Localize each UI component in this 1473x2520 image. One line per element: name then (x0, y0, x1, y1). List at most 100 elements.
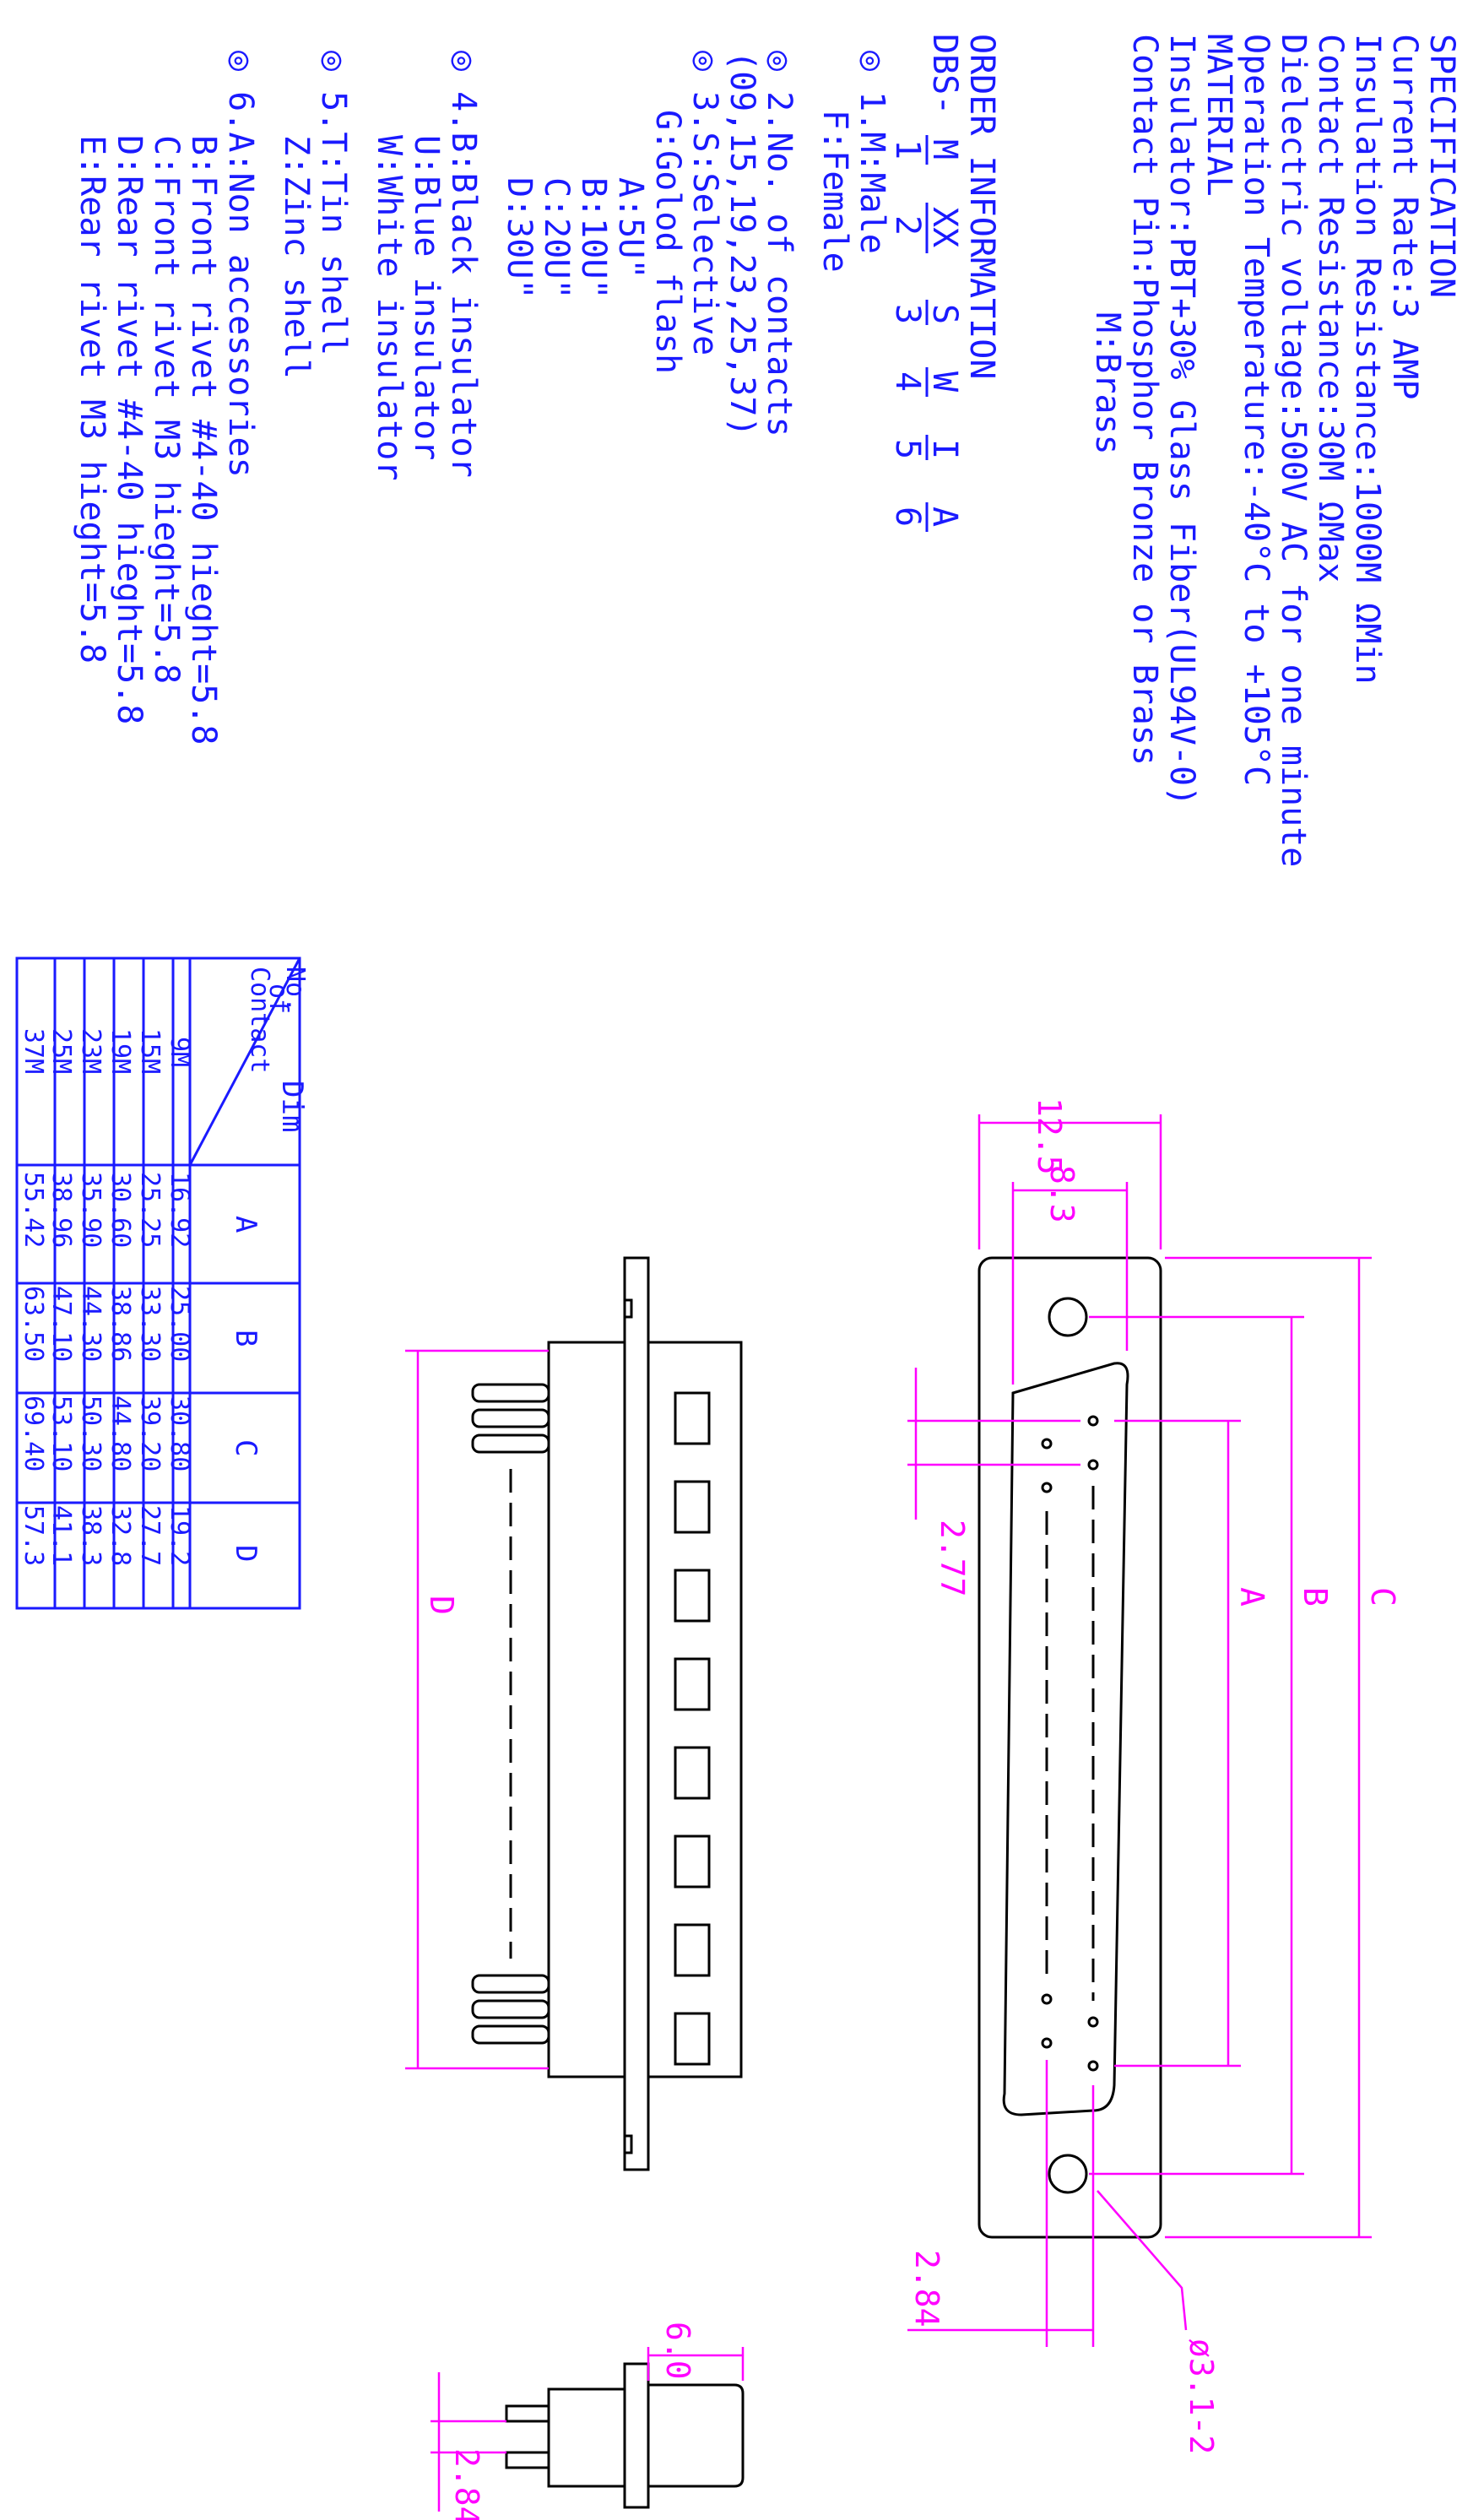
dim-label: 12.5 (1031, 1097, 1068, 1175)
order-code-part: XX (925, 207, 964, 247)
contact-slots (674, 1391, 711, 2066)
order-code-prefix: DBS- (925, 34, 964, 115)
table-corner-dim: Dim (275, 1081, 309, 1132)
table-cell: 38.86 (106, 1286, 135, 1362)
d-sub-shell (1002, 1362, 1129, 2116)
code-index: 3 (888, 304, 927, 324)
dim-label: D (423, 1596, 460, 1615)
table-cell: 30.80 (165, 1395, 194, 1471)
table-cell: 47.10 (46, 1286, 76, 1362)
option-line: ◎ 1.M:Male (853, 51, 891, 254)
option-line: ◎ 6.A:Non accessories (221, 51, 260, 478)
table-col-header: A (229, 1216, 263, 1233)
code-index: 4 (888, 371, 927, 392)
flange-side (623, 1256, 650, 2171)
spec-line: Contact Pin:Phosphor Bronze or Brass (1125, 34, 1164, 766)
table-cell: 38.96 (46, 1172, 76, 1248)
spec-line: Insulation Resistance:1000M ΩMin (1348, 34, 1387, 685)
option-line: (09,15,19,23,25,37) (723, 51, 761, 437)
table-cell: 38.3 (76, 1505, 106, 1566)
option-line: W:White insulator (370, 135, 409, 480)
front-dimensions: 12.5 8.3 2.77 A B C 2.84 ø3.1-2 (907, 1097, 1401, 2454)
spec-line: Contact Resistance:30M ΩMax (1311, 34, 1350, 583)
table-cell: 44.80 (106, 1395, 135, 1471)
front-view (977, 1256, 1162, 2239)
table-cell: 57.3 (19, 1505, 48, 1566)
code-index: 2 (888, 215, 927, 236)
dim-label: 8.3 (1043, 1165, 1080, 1223)
table-cell: 19.2 (165, 1505, 194, 1566)
table-cell: 50.30 (76, 1395, 106, 1471)
code-index: 6 (888, 507, 927, 527)
dim-label: A (1233, 1587, 1270, 1607)
pin-row-top (1087, 1415, 1099, 2072)
shell-flange (977, 1256, 1162, 2239)
order-code-part: S (925, 304, 964, 324)
table-cell: 41.1 (46, 1505, 76, 1566)
table-col-header: B (229, 1330, 263, 1347)
mount-hole (1048, 2154, 1088, 2194)
table-cell: 30.60 (106, 1172, 135, 1248)
table-cell-contact: 15M (135, 1028, 165, 1074)
option-line: C:20U" (537, 177, 576, 300)
table-corner-diagonal (188, 957, 301, 1166)
spec-line: MATERIAL (1200, 34, 1238, 197)
table-cell: 44.30 (76, 1286, 106, 1362)
end-flange (623, 2362, 650, 2509)
table-cell: 32.8 (106, 1505, 135, 1566)
table-cell-contact: 9M (165, 1037, 194, 1067)
side-view-end: 6.0 2.84 (431, 2322, 745, 2520)
spec-line: Insulator:PBT+30% Glass Fiber(UL94V-0) (1162, 34, 1201, 806)
specification-block: SPECIFICATION Current Rate:3 AMP Insulat… (1088, 34, 1461, 867)
dim-label: C (1364, 1587, 1401, 1607)
table-col-header: D (229, 1545, 263, 1562)
dimension-table: Dim No. of Contact A B C D 9M 16.92 25.0… (15, 957, 310, 1610)
table-corner-label: of (263, 984, 293, 1014)
table-cell: 33.30 (135, 1286, 165, 1362)
table-cell-contact: 23M (76, 1028, 106, 1074)
table-col-header: C (229, 1439, 263, 1456)
option-line: ◎ 2.No. of contacts (760, 51, 799, 437)
option-line: Z:Zinc shell (277, 135, 316, 379)
side-view-long: D (405, 1256, 743, 2171)
table-cell: 25.25 (135, 1172, 165, 1248)
code-index: 5 (888, 439, 927, 459)
table-corner-label: No. (280, 967, 310, 1012)
rear-pins (471, 1383, 550, 2045)
body-rear (547, 1341, 626, 2078)
table-cell: 53.10 (46, 1395, 76, 1471)
order-code-part: W (925, 371, 964, 393)
order-title: ORDER INFORMATION (962, 34, 1001, 379)
option-line: D:Rear rivet #4-40 hieght=5.8 (110, 135, 149, 724)
dim-label: ø3.1-2 (1183, 2338, 1220, 2454)
table-cell: 55.42 (19, 1172, 48, 1248)
table-cell: 16.92 (165, 1172, 194, 1248)
end-body-rear (547, 2387, 626, 2488)
option-line: C:Front rivet M3 hieght=5.8 (147, 135, 186, 684)
hole-leader (1097, 2190, 1188, 2331)
option-line: ◎ 3.S:Selective (685, 51, 724, 355)
order-options: ◎ 1.M:Male F:Female ◎ 2.No. of contacts … (73, 51, 891, 745)
order-code-part: M (925, 139, 964, 160)
spec-line: Current Rate:3 AMP (1385, 34, 1424, 399)
option-line: ◎ 5.T:Tin shell (314, 51, 353, 355)
order-block: ORDER INFORMATION DBS- M XX S W I A 1 2 … (888, 34, 1001, 532)
pin-row-bottom (1041, 1438, 1053, 2049)
table-cell-contact: 25M (46, 1028, 76, 1074)
order-code-part: A (925, 507, 964, 527)
table-cell: 25.00 (165, 1286, 194, 1362)
mount-hole (1048, 1297, 1088, 1337)
code-index: 1 (888, 139, 927, 160)
dim-label: 6.0 (659, 2322, 696, 2380)
option-line: F:Female (815, 110, 854, 273)
table-cell: 27.7 (135, 1505, 165, 1566)
spec-line: Dielectric voltage:500V AC for one minut… (1274, 34, 1313, 867)
table-cell: 35.90 (76, 1172, 106, 1248)
table-cell: 69.40 (19, 1395, 48, 1471)
option-line: U:Blue insulator (407, 135, 446, 460)
table-cell: 39.20 (135, 1395, 165, 1471)
option-line: B:Front rivet #4-40 hieght=5.8 (184, 135, 223, 745)
spec-line: Operation Temperature:-40°C to +105°C (1237, 34, 1275, 786)
dim-label: B (1297, 1587, 1334, 1607)
